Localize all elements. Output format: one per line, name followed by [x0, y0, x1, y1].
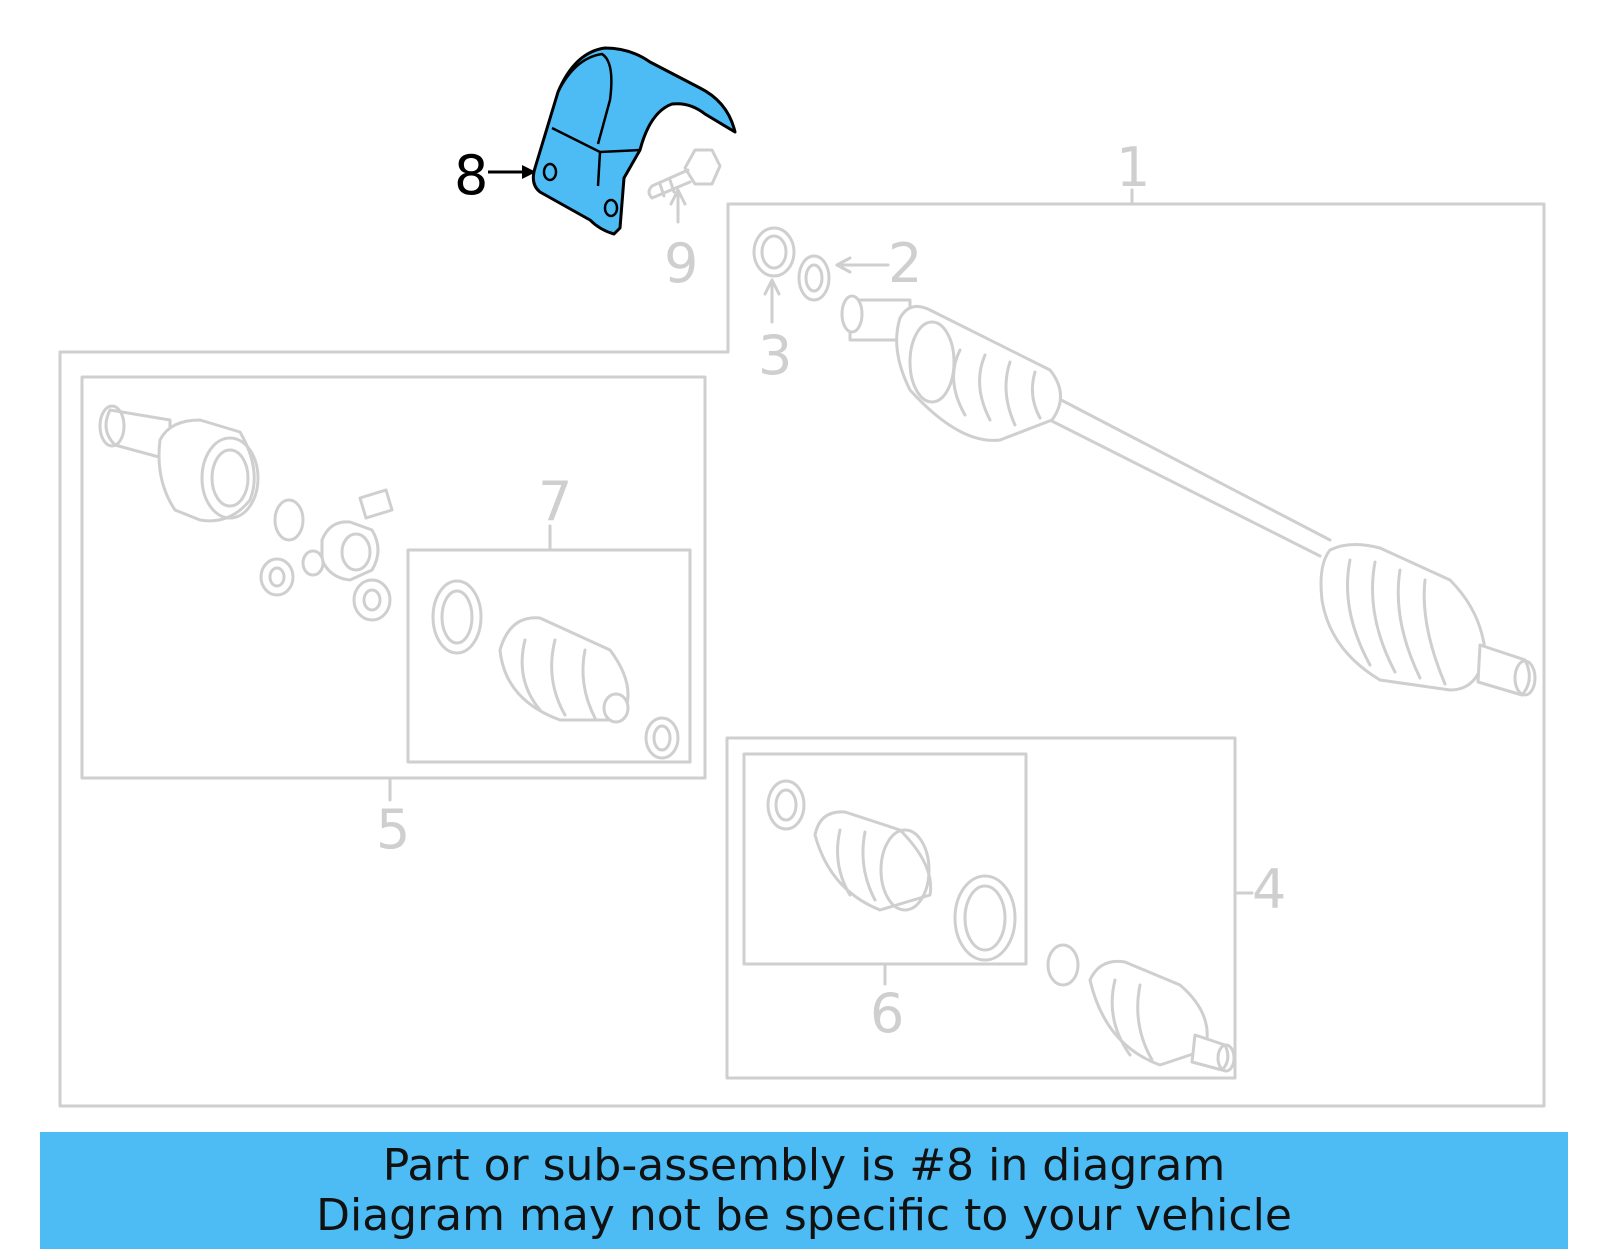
bolt-part-9[interactable]: [647, 148, 722, 200]
boot-kit-part-6[interactable]: [766, 779, 1017, 962]
callout-3: 3: [758, 324, 792, 387]
callout-1: 1: [1116, 136, 1150, 199]
callout-6: 6: [870, 982, 904, 1045]
subassembly-5-frame: [80, 375, 707, 780]
callout-7: 7: [538, 470, 572, 533]
boot-kit-part-7[interactable]: [431, 579, 680, 760]
leader-lines: [388, 188, 1254, 986]
banner-line-1: Part or sub-assembly is #8 in diagram: [382, 1139, 1226, 1191]
assembly-1-frame: [58, 202, 1546, 1108]
washer-part-2[interactable]: [797, 254, 831, 302]
axle-shaft-assembly[interactable]: [840, 294, 1537, 697]
callout-8: 8: [454, 144, 488, 207]
heat-shield-part-8[interactable]: [531, 46, 737, 236]
inner-cv-joint-part-5[interactable]: [98, 404, 394, 622]
callout-8-arrow: [488, 165, 536, 179]
callout-4: 4: [1252, 858, 1286, 921]
subassembly-4-frame: [725, 736, 1237, 1080]
callout-9: 9: [664, 232, 698, 295]
info-banner: Part or sub-assembly is #8 in diagram Di…: [40, 1132, 1568, 1249]
snap-ring-part-3[interactable]: [752, 226, 796, 278]
callout-5: 5: [376, 798, 410, 861]
banner-line-2: Diagram may not be specific to your vehi…: [316, 1189, 1292, 1241]
callout-2: 2: [888, 232, 922, 295]
outer-cv-joint-part-4[interactable]: [1046, 943, 1236, 1073]
